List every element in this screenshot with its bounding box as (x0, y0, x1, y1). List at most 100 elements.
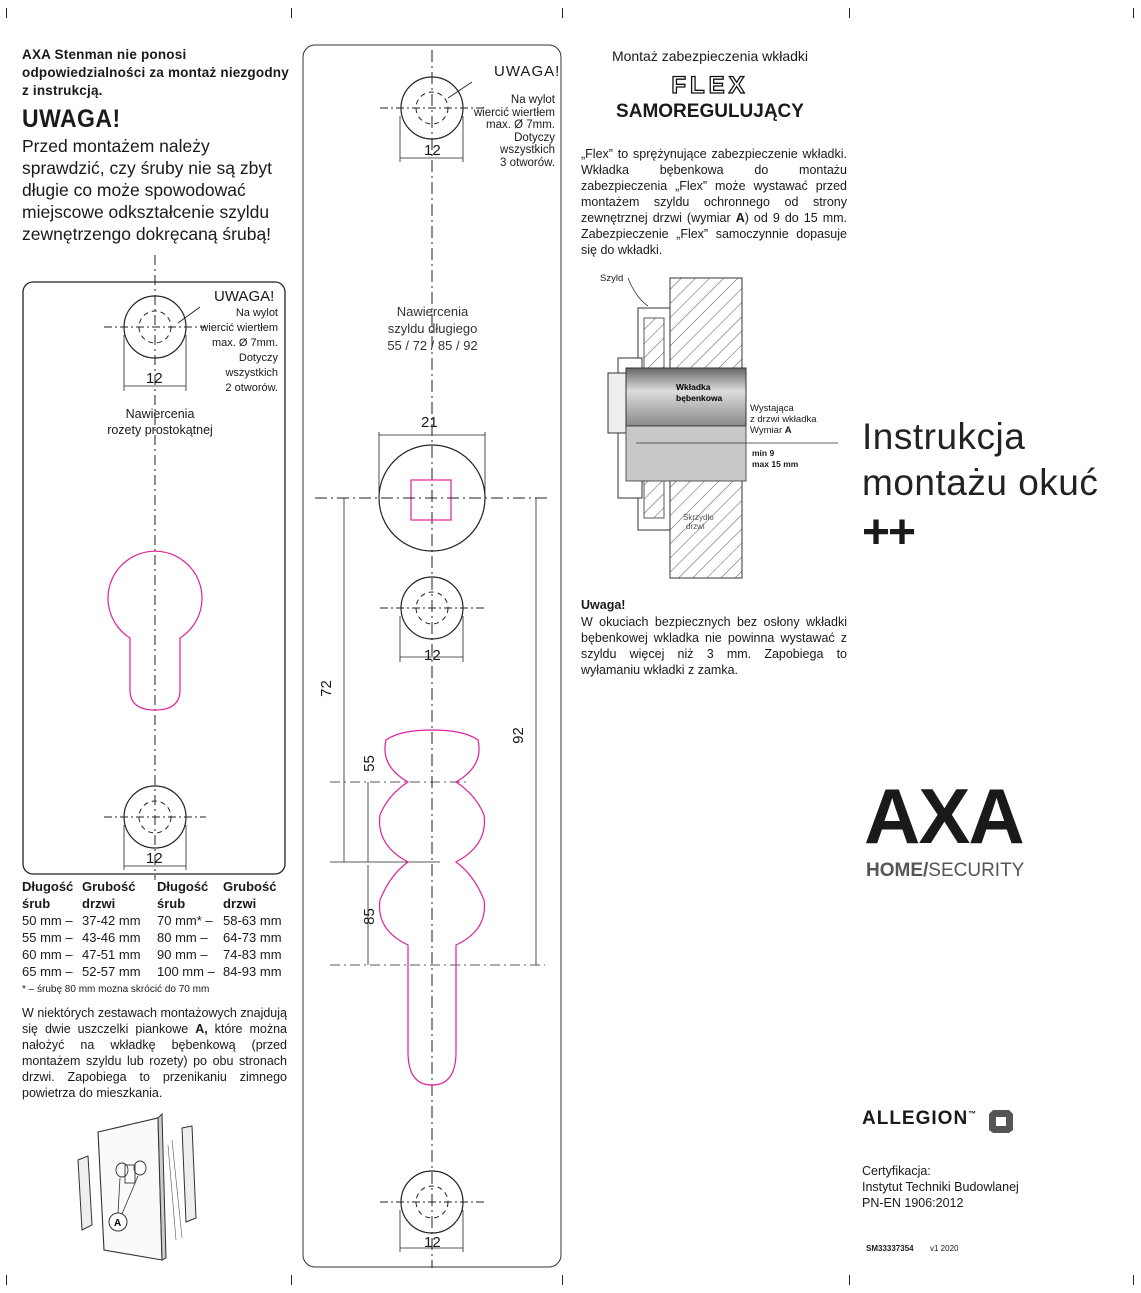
seal-text: W niektórych zestawach montażowych znajd… (22, 1005, 287, 1101)
rozeta-note-line: Na wylot (235, 307, 278, 319)
keyhole-cutout (378, 729, 486, 1086)
flex-desc-part: „Flex” to sprężynujące zabezpieczenie wk… (581, 147, 847, 225)
table-header-cell: Długość śrub (22, 879, 74, 911)
middle-note-line: max. Ø 7mm. (485, 119, 555, 131)
middle-note: Na wylot wiercić wiertłem max. Ø 7mm. Do… (460, 94, 555, 169)
table-cell: 84-93 mm (223, 964, 282, 979)
flex-desc-part: ) od 9 do 15 mm. Zabezpieczenie „Flex” s… (581, 211, 847, 257)
rozeta-note-title: UWAGA! (214, 288, 275, 305)
middle-note-line: Na wylot (510, 94, 555, 106)
diagram-wkladka-2: bębenkowa (676, 393, 723, 403)
table-footnote: * – śrubę 80 mm mozna skrócić do 70 mm (22, 984, 210, 995)
rosette-outline (22, 281, 286, 875)
diagram-wyst-line: z drzwi wkładka (750, 414, 817, 425)
uwaga-small-title: Uwaga! (581, 598, 626, 612)
rozeta-label: Nawiercenia rozety prostokątnej (70, 406, 250, 438)
middle-note-line: wszystkich (500, 144, 555, 156)
allegion-text: ALLEGION (862, 1108, 969, 1129)
dim-12-top: 12 (146, 370, 163, 387)
crop-mark (6, 1275, 7, 1285)
dim-72: 72 (317, 680, 335, 697)
table-cell: 90 mm (157, 947, 197, 962)
rozeta-label-line: Nawiercenia (125, 407, 195, 421)
cert-line: Certyfikacja: (862, 1164, 931, 1178)
rozeta-note-line: 2 otworów. (225, 382, 278, 394)
table-cell: 74-83 mm (223, 947, 282, 962)
flex-heading: Montaż zabezpieczenia wkładki (611, 48, 809, 64)
diagram-skrzydlo-1: Skrzydło (683, 513, 714, 522)
table-cell: 50 mm (22, 913, 62, 928)
table-cell: 64-73 mm (223, 930, 282, 945)
diagram-wyst-line: Wymiar (750, 425, 785, 436)
table-cell: 47-51 mm (82, 947, 141, 962)
dim-12-bottom: 12 (146, 850, 163, 867)
dim-92: 92 (509, 727, 527, 744)
allegion-tm: ™ (968, 1109, 978, 1119)
table-cell: 52-57 mm (82, 964, 141, 979)
version: v1 2020 (930, 1244, 959, 1253)
long-plate-label-line: Nawiercenia (396, 304, 469, 319)
flex-description: „Flex” to sprężynujące zabezpieczenie wk… (581, 146, 847, 258)
flex-logo: FLEX (671, 71, 749, 99)
rozeta-note: Na wylot wiercić wiertłem max. Ø 7mm. Do… (190, 306, 278, 396)
certification: Certyfikacja: Instytut Techniki Budowlan… (862, 1163, 1019, 1211)
table-cell: 60 mm (22, 947, 62, 962)
crop-mark (1133, 8, 1134, 18)
seal-callout-label: A (114, 1218, 121, 1229)
middle-note-line: Dotyczy (514, 131, 555, 144)
crop-mark (562, 8, 563, 18)
table-cell: 43-46 mm (82, 930, 141, 945)
long-plate-label-line: 55 / 72 / 85 / 92 (387, 338, 478, 353)
cert-line: Instytut Techniki Budowlanej (862, 1180, 1019, 1194)
warning-text: Przed montażem należy sprawdzić, czy śru… (22, 136, 272, 244)
table-cell: 37-42 mm (82, 913, 141, 928)
cover-plus: ++ (862, 506, 916, 559)
axa-logo: AXA (864, 772, 1025, 860)
table-cell: 65 mm (22, 964, 62, 979)
crop-mark (291, 1275, 292, 1285)
table-row: 55 mm – 43-46 mm 80 mm – 64-73 mm (22, 929, 292, 946)
table-cell: 58-63 mm (223, 913, 282, 928)
table-cell: 100 mm (157, 964, 204, 979)
cover-title-2: montażu okuć (862, 462, 1099, 503)
crop-mark (6, 8, 7, 18)
dim-12-b: 12 (424, 647, 441, 664)
flex-samoreg: SAMOREGULUJĄCY (616, 101, 804, 122)
dim-55: 55 (360, 755, 378, 772)
rosette-drawing (22, 255, 286, 880)
middle-note-line: 3 otworów. (500, 156, 555, 169)
seal-text-part: W niektórych zestawach montażowych znajd… (22, 1006, 287, 1036)
product-code: SM33337354 (866, 1244, 914, 1253)
diagram-max: max 15 mm (752, 459, 799, 469)
keyhole-cutout (107, 550, 203, 711)
table-row: 60 mm – 47-51 mm 90 mm – 74-83 mm (22, 946, 292, 963)
diagram-wystajaca: Wystająca z drzwi wkładka Wymiar A (750, 403, 817, 436)
allegion-icon (989, 1110, 1013, 1133)
crop-mark (1133, 1275, 1134, 1285)
diagram-wyst-line: Wystająca (750, 403, 794, 414)
uwaga-small-text: W okuciach bezpiecznych bez osłony wkład… (581, 615, 847, 677)
diagram-wkladka-1: Wkładka (676, 382, 711, 392)
table-header: Długość śrub Grubość drzwi Długość śrub … (22, 878, 292, 912)
middle-note-line: wiercić wiertłem (473, 106, 555, 119)
screw-table: Długość śrub Grubość drzwi Długość śrub … (22, 878, 292, 980)
dim-21: 21 (421, 414, 438, 431)
disclaimer: AXA Stenman nie ponosi odpowiedzialności… (22, 47, 289, 98)
table-header-cell: Grubość drzwi (82, 879, 136, 911)
table-cell: 80 mm (157, 930, 197, 945)
crop-mark (849, 8, 850, 18)
table-header-cell: Grubość drzwi (223, 879, 277, 911)
brand-security: SECURITY (928, 860, 1025, 881)
rozeta-note-line: wszystkich (225, 367, 278, 379)
table-header-cell: Długość śrub (157, 879, 209, 911)
cylinder (625, 367, 747, 427)
long-plate-label: Nawiercenia szyldu długiego 55 / 72 / 85… (360, 303, 505, 354)
seal-text-bold: A, (195, 1022, 208, 1036)
long-plate-drawing (302, 44, 562, 1268)
dim-12-a: 12 (424, 142, 441, 159)
rozeta-note-line: max. Ø 7mm. (211, 337, 278, 349)
brand-home: HOME (866, 860, 923, 881)
dim-12-c: 12 (424, 1234, 441, 1251)
diagram-szyld: Szyld (600, 273, 624, 284)
rozeta-label-line: rozety prostokątnej (107, 423, 213, 437)
